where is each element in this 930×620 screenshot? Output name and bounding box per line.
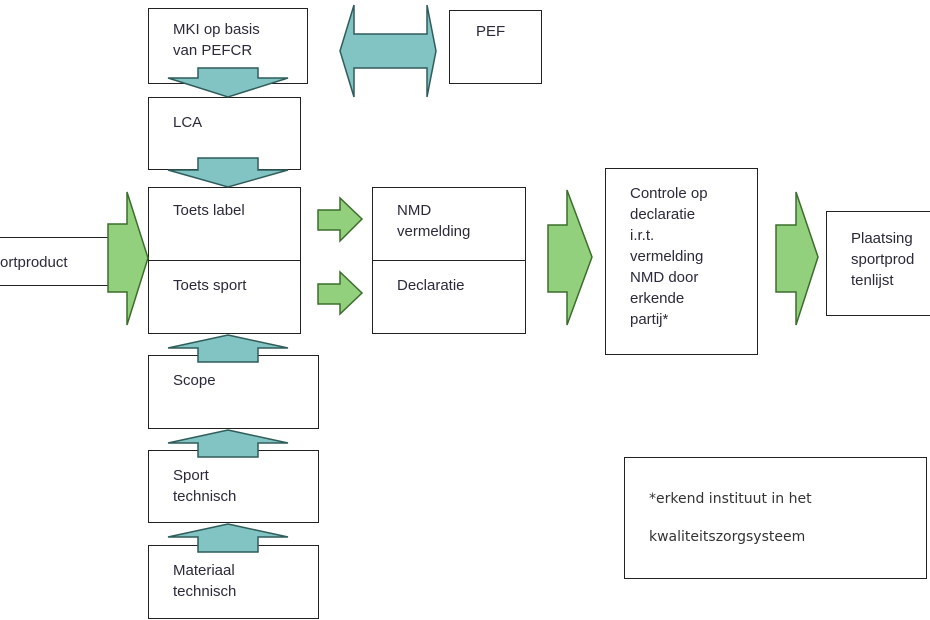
arrow-toets-sport-declaratie	[317, 270, 364, 316]
box-scope-label: Scope	[173, 372, 216, 389]
box-toets-label: Toets label	[148, 187, 301, 261]
box-controle: Controle op declaratie i.r.t. vermelding…	[605, 168, 758, 355]
box-mki-label: MKI op basis van PEFCR	[173, 21, 260, 59]
box-toets-sport: Toets sport	[148, 260, 301, 334]
arrow-up-scope-toets	[167, 334, 289, 363]
box-plaatsing: Plaatsing sportprod tenlijst	[826, 211, 930, 316]
arrow-sportproduct-toets	[107, 191, 149, 326]
arrow-down-mki-lca	[167, 67, 289, 98]
box-pef: PEF	[449, 10, 542, 84]
box-pef-label: PEF	[476, 23, 506, 40]
footnote-text: *erkend instituut in het kwaliteitszorgs…	[649, 491, 812, 545]
box-nmd-label: NMD vermelding	[397, 202, 471, 240]
arrow-up-materiaal-sporttechnisch	[167, 523, 289, 553]
arrow-down-lca-toets	[167, 157, 289, 188]
box-declaratie: Declaratie	[372, 260, 526, 334]
box-plaatsing-label: Plaatsing sportprod tenlijst	[851, 230, 915, 289]
arrow-to-plaatsing	[775, 191, 819, 326]
box-controle-label: Controle op declaratie i.r.t. vermelding…	[630, 185, 708, 328]
box-sport-technisch-label: Sport technisch	[173, 467, 237, 505]
arrow-up-sporttechnisch-scope	[167, 429, 289, 458]
arrow-to-controle	[547, 189, 593, 326]
double-arrow-mki-pef	[339, 4, 437, 98]
box-sport-technisch: Sport technisch	[148, 450, 319, 523]
box-lca-label: LCA	[173, 114, 203, 131]
box-sportproduct-label: ortproduct	[0, 254, 68, 271]
box-sportproduct: ortproduct	[0, 237, 112, 286]
box-toets-label-label: Toets label	[173, 202, 245, 219]
box-materiaal-technisch-label: Materiaal technisch	[173, 562, 237, 600]
box-toets-sport-label: Toets sport	[173, 277, 247, 294]
footnote-box: *erkend instituut in het kwaliteitszorgs…	[624, 457, 927, 579]
box-nmd-vermelding: NMD vermelding	[372, 187, 526, 261]
arrow-toets-label-nmd	[317, 196, 364, 243]
box-declaratie-label: Declaratie	[397, 277, 465, 294]
box-scope: Scope	[148, 355, 319, 429]
